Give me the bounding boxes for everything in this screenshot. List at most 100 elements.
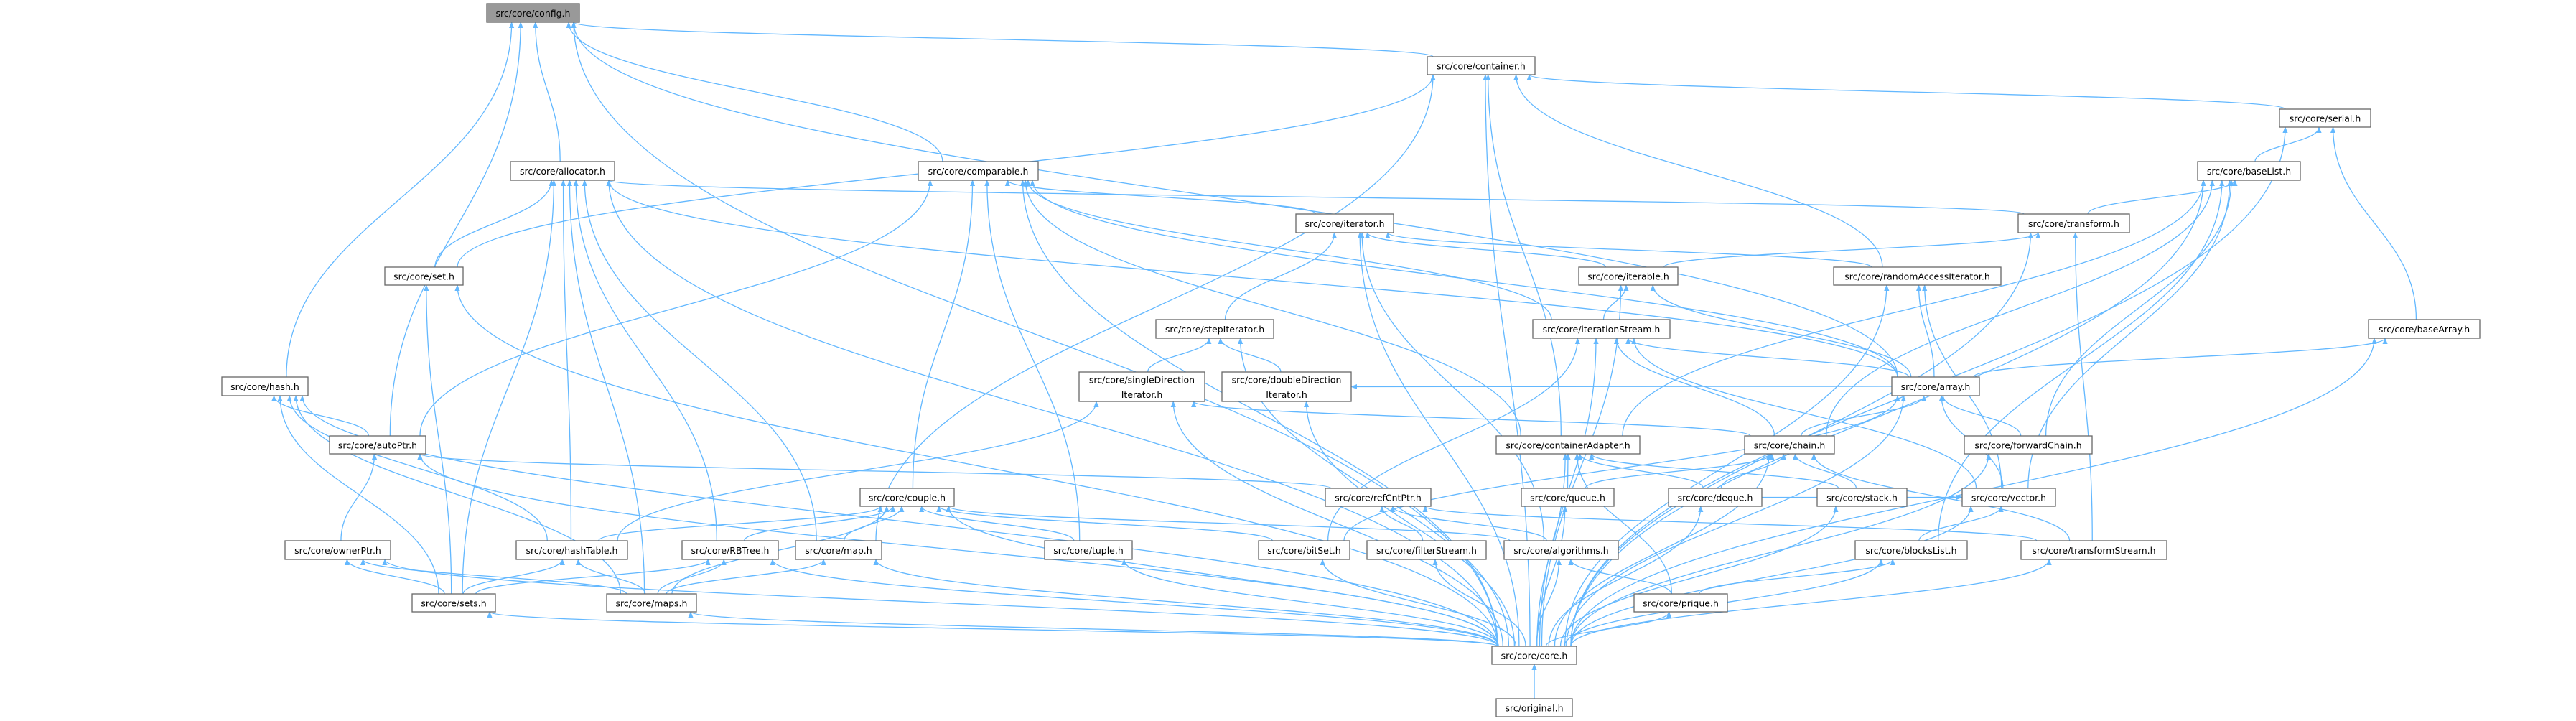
edge-containerAdapter-to-baseList: [1622, 180, 2206, 437]
node-bitSet[interactable]: src/core/bitSet.h: [1258, 540, 1350, 560]
node-transformStream[interactable]: src/core/transformStream.h: [2020, 540, 2167, 560]
node-label: src/core/filterStream.h: [1376, 545, 1477, 556]
node-box: [486, 3, 580, 23]
edge-filterStream-to-refCntPtr: [1379, 506, 1424, 541]
edge-sets-to-allocator: [462, 180, 556, 595]
node-maps[interactable]: src/core/maps.h: [606, 593, 697, 613]
node-comparable[interactable]: src/core/comparable.h: [918, 161, 1039, 181]
edge-core-to-map: [873, 559, 1498, 647]
node-box: [1295, 213, 1394, 233]
node-set[interactable]: src/core/set.h: [384, 266, 464, 286]
edge-vector-to-iterationStream: [1631, 338, 1977, 489]
node-filterStream[interactable]: src/core/filterStream.h: [1366, 540, 1487, 560]
edge-core-to-ownerPtr: [382, 559, 1498, 647]
node-tuple[interactable]: src/core/tuple.h: [1044, 540, 1133, 560]
node-queue[interactable]: src/core/queue.h: [1521, 488, 1615, 507]
node-label: src/core/bitSet.h: [1267, 545, 1340, 556]
node-label: src/core/containerAdapter.h: [1506, 440, 1630, 451]
node-label: src/core/queue.h: [1530, 493, 1605, 503]
node-label: Iterator.h: [1266, 389, 1307, 400]
edge-ownerPtr-to-autoPtr: [340, 453, 378, 541]
node-deque[interactable]: src/core/deque.h: [1668, 488, 1763, 507]
edge-chain-to-array: [1801, 395, 1927, 437]
node-blocksList[interactable]: src/core/blocksList.h: [1854, 540, 1968, 560]
node-serial[interactable]: src/core/serial.h: [2279, 108, 2371, 128]
node-stack[interactable]: src/core/stack.h: [1816, 488, 1908, 507]
node-label: src/core/serial.h: [2290, 113, 2361, 124]
node-couple[interactable]: src/core/couple.h: [859, 488, 955, 507]
node-box: [1155, 319, 1274, 339]
node-original[interactable]: src/original.h: [1495, 698, 1573, 717]
node-label: src/core/hash.h: [230, 381, 299, 392]
edge-core-to-prique: [1545, 611, 1672, 647]
node-sets[interactable]: src/core/sets.h: [411, 593, 496, 613]
edge-tuple-to-comparable: [984, 180, 1081, 541]
node-iterationStream[interactable]: src/core/iterationStream.h: [1532, 319, 1671, 339]
node-baseArray[interactable]: src/core/baseArray.h: [2368, 319, 2481, 339]
edge-randomAccessIterator-to-iterator: [1385, 232, 1872, 268]
edge-autoPtr-to-config: [389, 22, 523, 437]
node-label: src/core/refCntPtr.h: [1335, 493, 1422, 503]
node-allocator[interactable]: src/core/allocator.h: [510, 161, 615, 181]
node-prique[interactable]: src/core/prique.h: [1633, 593, 1728, 613]
node-map[interactable]: src/core/map.h: [795, 540, 882, 560]
node-containerAdapter[interactable]: src/core/containerAdapter.h: [1495, 435, 1641, 455]
node-RBTree[interactable]: src/core/RBTree.h: [681, 540, 779, 560]
node-hash[interactable]: src/core/hash.h: [221, 376, 309, 396]
node-box: [1427, 56, 1536, 75]
node-iterator[interactable]: src/core/iterator.h: [1295, 213, 1394, 233]
node-box: [1668, 488, 1763, 507]
node-box: [284, 540, 391, 560]
node-box: [411, 593, 496, 613]
node-chain[interactable]: src/core/chain.h: [1744, 435, 1835, 455]
node-container[interactable]: src/core/container.h: [1427, 56, 1536, 75]
edge-layer: [271, 22, 2417, 699]
edge-core-to-iterable: [1541, 284, 1624, 647]
edge-allocator-to-config: [533, 22, 561, 162]
node-hashTable[interactable]: src/core/hashTable.h: [515, 540, 628, 560]
node-stepIterator[interactable]: src/core/stepIterator.h: [1155, 319, 1274, 339]
edge-baseArray-to-serial: [2330, 126, 2417, 320]
node-box: [918, 161, 1039, 181]
node-box: [1744, 435, 1835, 455]
edge-map-to-container: [875, 74, 1436, 541]
edge-hashTable-to-allocator: [560, 180, 572, 541]
node-refCntPtr[interactable]: src/core/refCntPtr.h: [1325, 488, 1432, 507]
node-algorithms[interactable]: src/core/algorithms.h: [1503, 540, 1619, 560]
edge-hashTable-to-couple: [598, 506, 883, 541]
node-label: src/core/iterable.h: [1587, 271, 1669, 282]
edge-array-to-config: [571, 22, 1898, 378]
node-baseList[interactable]: src/core/baseList.h: [2197, 161, 2301, 181]
node-vector[interactable]: src/core/vector.h: [1961, 488, 2056, 507]
node-config[interactable]: src/core/config.h: [486, 3, 580, 23]
node-iterable[interactable]: src/core/iterable.h: [1578, 266, 1679, 286]
node-core[interactable]: src/core/core.h: [1491, 646, 1577, 665]
edge-core-to-allocator: [606, 180, 1498, 647]
edge-array-to-baseArray: [1973, 338, 2388, 378]
edge-core-to-doubleDirectionIterator: [1304, 401, 1516, 647]
edge-chain-to-baseList: [1826, 180, 2215, 437]
node-ownerPtr[interactable]: src/core/ownerPtr.h: [284, 540, 391, 560]
node-label: src/core/array.h: [1901, 381, 1971, 392]
node-array[interactable]: src/core/array.h: [1891, 376, 1980, 396]
node-label: src/core/autoPtr.h: [338, 440, 417, 451]
node-label: src/core/stepIterator.h: [1165, 324, 1264, 335]
edge-core-to-iterator: [1357, 232, 1520, 647]
edge-sets-to-RBTree: [475, 559, 711, 595]
node-transform[interactable]: src/core/transform.h: [2017, 213, 2130, 233]
node-box: [1633, 593, 1728, 613]
node-box: [2197, 161, 2301, 181]
edge-core-to-set: [454, 284, 1498, 647]
node-box: [2368, 319, 2481, 339]
node-forwardChain[interactable]: src/core/forwardChain.h: [1964, 435, 2093, 455]
edge-array-to-randomAccessIterator: [1915, 284, 1935, 378]
node-box: [859, 488, 955, 507]
edge-maps-to-hashTable: [575, 559, 646, 595]
edge-deque-to-chain: [1720, 453, 1786, 489]
node-randomAccessIterator[interactable]: src/core/randomAccessIterator.h: [1833, 266, 2002, 286]
edge-core-to-algorithms: [1536, 559, 1562, 647]
node-autoPtr[interactable]: src/core/autoPtr.h: [329, 435, 426, 455]
node-box: [1503, 540, 1619, 560]
